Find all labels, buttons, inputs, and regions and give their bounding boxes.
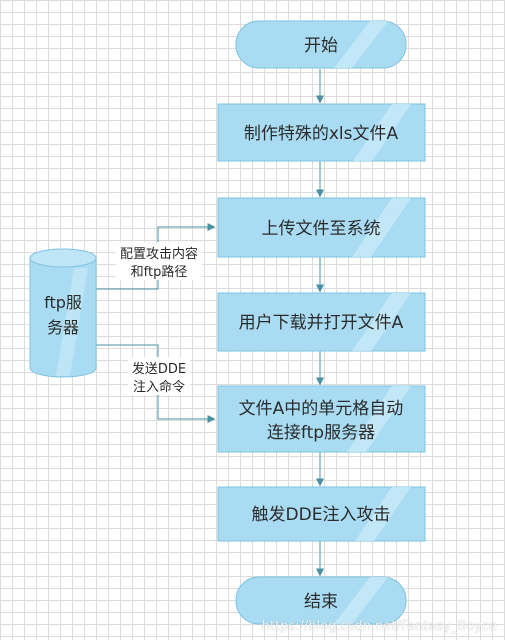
step3-label: 用户下载并打开文件A <box>239 313 404 333</box>
config-label-line2: 和ftp路径 <box>131 264 188 280</box>
server-label-line2: 务器 <box>47 318 79 337</box>
process-trigger-dde: 触发DDE注入攻击 <box>217 486 426 542</box>
step5-label: 触发DDE注入攻击 <box>252 505 391 525</box>
server-label-line1: ftp服 <box>44 293 82 312</box>
step1-label: 制作特殊的xls文件A <box>244 124 399 144</box>
edge-labels: 配置攻击内容 和ftp路径 发送DDE 注入命令 <box>116 242 202 395</box>
process-make-xls-file: 制作特殊的xls文件A <box>217 103 426 162</box>
start-node: 开始 <box>235 20 407 69</box>
end-node: 结束 <box>235 576 407 625</box>
process-upload-file: 上传文件至系统 <box>217 197 426 258</box>
step2-label: 上传文件至系统 <box>262 219 381 239</box>
step4-label-line2: 连接ftp服务器 <box>267 423 375 443</box>
process-connect-ftp: 文件A中的单元格自动 连接ftp服务器 <box>217 385 426 453</box>
dde-label-line2: 注入命令 <box>133 379 185 395</box>
config-label-line1: 配置攻击内容 <box>120 246 198 262</box>
process-user-open-file: 用户下载并打开文件A <box>217 292 426 352</box>
ftp-server-cylinder: ftp服 务器 <box>29 248 97 378</box>
dde-label-line1: 发送DDE <box>132 361 186 377</box>
start-label: 开始 <box>304 36 338 56</box>
watermark-text: https://blog.csdn.net/Fantasy_Boyce <box>261 619 497 634</box>
end-label: 结束 <box>304 592 338 612</box>
step4-label-line1: 文件A中的单元格自动 <box>239 399 404 419</box>
